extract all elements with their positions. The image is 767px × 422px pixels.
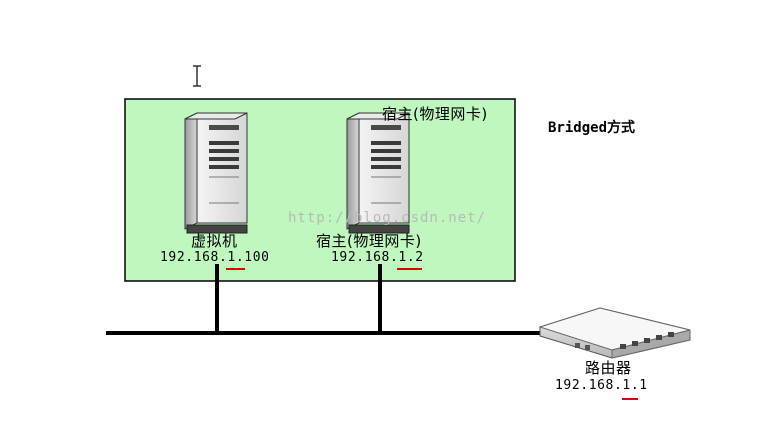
host-box-label: 宿主(物理网卡): [382, 105, 488, 123]
host-name-label: 宿主(物理网卡): [316, 232, 422, 250]
host-ip-label: 192.168.1.2: [331, 250, 424, 265]
watermark-text: http://blog.csdn.net/: [288, 210, 487, 226]
ip-underlines: [226, 268, 638, 400]
router-name-label: 路由器: [585, 359, 632, 377]
router-ip-label: 192.168.1.1: [555, 378, 648, 393]
vm-ip-label: 192.168.1.100: [160, 250, 270, 265]
vm-server-icon: [184, 112, 248, 234]
network-bus: [106, 264, 560, 335]
diagram-title: Bridged方式: [548, 120, 636, 136]
vm-name-label: 虚拟机: [191, 232, 238, 250]
text-cursor-icon: [193, 65, 201, 87]
router-icon: [538, 307, 691, 359]
